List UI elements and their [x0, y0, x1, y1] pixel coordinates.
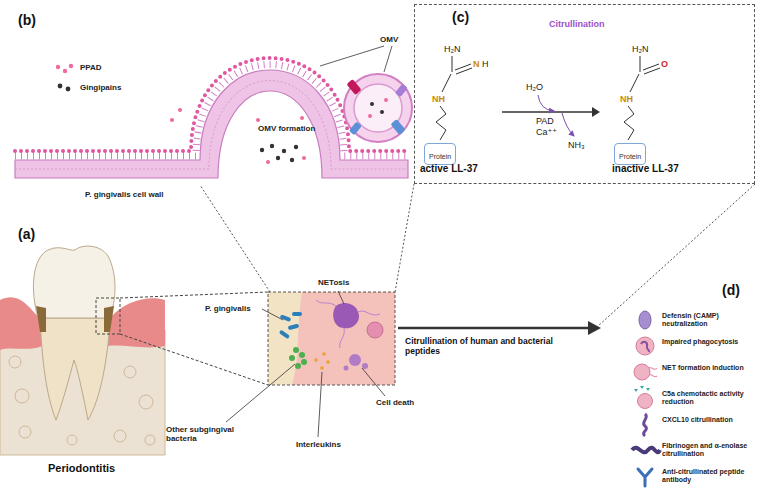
legend-samples	[56, 64, 73, 92]
protein-box: Protein	[614, 143, 646, 165]
atom-label: NH	[432, 94, 445, 104]
effect-label: Impaired phagocytosis	[662, 338, 756, 346]
atom-label: H	[482, 59, 489, 69]
enzyme-label: PAD	[536, 116, 554, 126]
arrow-label: Citrullination of human and bacterial pe…	[405, 336, 555, 356]
legend-text: Gingipains	[80, 83, 121, 92]
main-arrow	[398, 321, 601, 335]
effect-label: C5a chemotactic activity reduction	[662, 390, 756, 407]
atom-label: O	[661, 59, 668, 69]
effect-label: Anti-citrullinated peptide antibody	[662, 468, 756, 485]
part-label: Cell death	[376, 398, 414, 407]
part-label: Interleukins	[296, 440, 341, 449]
reagent-label: H₂O	[526, 82, 543, 92]
part-label: NETosis	[318, 278, 349, 287]
panel-letter: (a)	[18, 226, 35, 242]
node-text: Protein	[619, 153, 641, 160]
chemical-bonds	[436, 56, 660, 140]
atom-label: N	[473, 59, 480, 69]
tooth-illustration	[0, 246, 268, 455]
effect-icons	[632, 311, 660, 486]
omv-vesicle	[344, 74, 412, 142]
figure-caption: Periodontitis	[48, 462, 115, 475]
effect-label: Defensin (CAMP) neutralization	[662, 312, 756, 329]
panel-connectors	[200, 184, 755, 326]
part-label: Other subgingival bacteria	[166, 425, 246, 443]
omv-leaders	[320, 46, 392, 72]
legend-text: PPAD	[80, 63, 102, 72]
atom-label: NH	[620, 94, 633, 104]
part-label: OMV formation	[258, 124, 315, 133]
protein-box: Protein	[424, 143, 456, 165]
effect-label: CXCL10 citrullination	[662, 416, 756, 424]
part-label: P. gingivalis	[205, 304, 251, 313]
node-text: Citrullination	[549, 19, 605, 29]
node-text: Protein	[429, 153, 451, 160]
product-label: NH₃	[568, 140, 585, 150]
atom-label: H₂N	[632, 44, 649, 54]
ppad-dots	[170, 108, 306, 164]
panel-letter: (d)	[722, 282, 740, 298]
panel-letter: (b)	[18, 12, 36, 28]
effect-label: Fibrinogen and α-enolase citrullination	[662, 442, 756, 459]
panel-box: CitrullinationProtein Protein	[414, 4, 755, 184]
gingipain-dots	[260, 144, 298, 162]
cofactor-label: Ca⁺⁺	[536, 127, 557, 137]
effect-label: NET formation induction	[662, 364, 756, 372]
molecule-name: inactive LL-37	[612, 163, 679, 175]
atom-label: H₂N	[444, 44, 461, 54]
molecule-name: active LL-37	[420, 163, 478, 175]
part-label: OMV	[380, 35, 398, 44]
panel-letter: (c)	[452, 9, 469, 25]
part-label: P. gingivalis cell wall	[85, 190, 164, 199]
